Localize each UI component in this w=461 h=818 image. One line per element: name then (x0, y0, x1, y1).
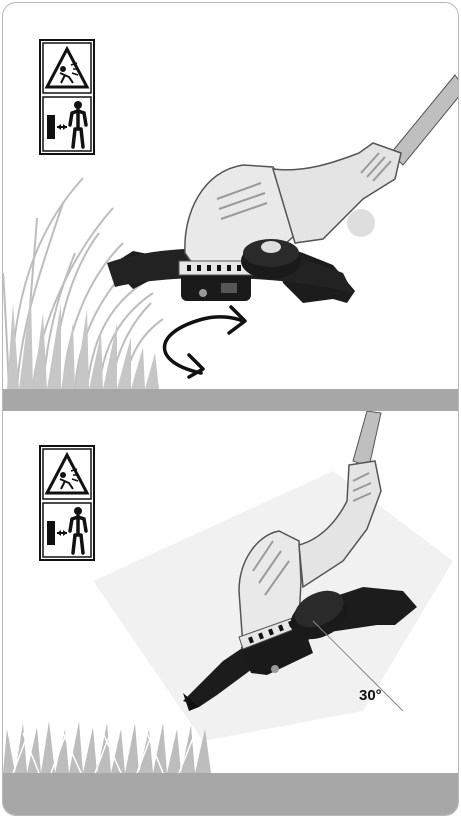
top-illustration-panel (3, 3, 458, 411)
ground-band-bottom (3, 773, 458, 815)
angle-indicator (3, 411, 458, 815)
rotation-direction-arrow-icon (3, 3, 458, 411)
bottom-illustration-panel: 30° (3, 411, 458, 815)
ground-band (3, 389, 458, 411)
angle-label: 30° (359, 687, 382, 704)
